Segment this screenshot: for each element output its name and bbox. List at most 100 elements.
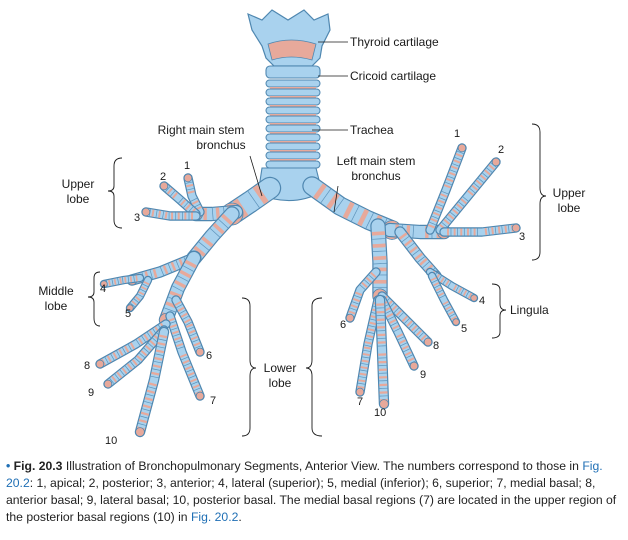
thyroid-inner-fold xyxy=(267,39,317,61)
label-upper-lobe-left-2: lobe xyxy=(558,201,581,215)
ring-divider xyxy=(404,318,410,324)
cartilage-ring xyxy=(124,276,127,283)
trachea-ring-gap xyxy=(270,159,316,161)
ring-divider xyxy=(155,210,158,218)
cartilage-ring xyxy=(373,255,387,261)
left-segment-3-wall xyxy=(440,224,520,236)
ring-divider xyxy=(359,284,366,290)
ring-divider xyxy=(441,191,449,195)
ring-divider xyxy=(417,256,425,263)
caption-title: Illustration of Bronchopulmonary Segment… xyxy=(65,459,380,473)
ring-divider xyxy=(127,344,132,351)
ring-divider xyxy=(185,321,193,326)
right-segment-7-wall xyxy=(166,312,204,400)
ring-divider xyxy=(431,215,439,219)
ring-divider xyxy=(165,186,171,193)
left-segment-9-tip xyxy=(409,361,419,371)
ring-divider xyxy=(119,369,125,376)
ring-divider xyxy=(358,376,366,379)
ring-divider xyxy=(447,175,455,179)
ring-divider xyxy=(138,423,146,426)
cartilage-ring xyxy=(362,352,370,357)
cartilage-ring xyxy=(357,385,365,389)
ring-divider xyxy=(447,281,452,288)
structure-labels: Thyroid cartilage Cricoid cartilage Trac… xyxy=(38,35,585,390)
trachea-ring-gap xyxy=(270,114,316,116)
ring-divider xyxy=(167,263,172,273)
left-segment-1 xyxy=(425,143,467,235)
cartilage-ring xyxy=(451,208,459,215)
right-segment-1-wall xyxy=(184,174,204,216)
left-segment-6-tip xyxy=(345,313,355,323)
cartilage-ring xyxy=(184,365,193,371)
ring-divider xyxy=(367,331,375,334)
ring-divider xyxy=(446,308,453,313)
ring-divider xyxy=(434,209,441,213)
right-segment-2-tip xyxy=(159,181,169,191)
cartilage-ring xyxy=(484,227,488,236)
ring-divider xyxy=(193,387,201,391)
left-segment-7-tip xyxy=(355,387,365,397)
ring-divider xyxy=(177,346,185,350)
ring-divider xyxy=(117,278,120,285)
cartilage-ring xyxy=(420,334,427,341)
ring-divider xyxy=(455,286,459,292)
cartilage-ring xyxy=(361,359,369,363)
ring-divider xyxy=(406,354,413,359)
ring-divider xyxy=(162,211,165,219)
cartilage-ring xyxy=(138,291,145,296)
ring-divider xyxy=(183,362,191,367)
ring-divider xyxy=(351,205,360,222)
ring-divider xyxy=(170,190,176,197)
ring-divider xyxy=(122,347,127,354)
cartilage-ring xyxy=(182,359,190,365)
ring-divider xyxy=(486,167,493,173)
right-segment-5-tip xyxy=(126,304,134,312)
cartilage-ring xyxy=(184,203,192,211)
ring-divider xyxy=(439,197,446,201)
ring-divider xyxy=(465,291,470,298)
ring-divider xyxy=(352,301,359,305)
label-upper-lobe-right-2: lobe xyxy=(67,192,90,206)
ring-divider xyxy=(185,181,193,184)
caption-figure-link-1[interactable]: Fig. 20.2 xyxy=(6,459,603,490)
left-segment-4-tip xyxy=(470,294,478,302)
cartilage-ring xyxy=(155,349,165,354)
leader-lines xyxy=(249,41,348,213)
cartilage-ring xyxy=(157,341,166,346)
cartilage-ring xyxy=(442,300,449,306)
ring-divider xyxy=(449,211,456,217)
ring-divider xyxy=(146,332,152,339)
cartilage-ring xyxy=(112,352,118,360)
ring-divider xyxy=(418,332,424,338)
caption-figure-link-2[interactable]: Fig. 20.2 xyxy=(190,510,239,524)
brace-upper-left xyxy=(531,123,547,261)
cartilage-ring xyxy=(462,290,468,297)
ring-divider xyxy=(393,307,400,314)
right-segment-8 xyxy=(95,319,171,369)
seg-left-1: 1 xyxy=(454,128,460,140)
cartilage-ring xyxy=(445,305,452,311)
ring-divider xyxy=(137,293,144,298)
right-segment-9-wall xyxy=(104,326,168,388)
cartilage-ring xyxy=(479,174,487,181)
cartilage-ring xyxy=(185,323,194,328)
ring-divider xyxy=(488,227,490,235)
trachea-ring xyxy=(265,151,321,160)
ring-divider xyxy=(127,276,130,283)
trachea-ring-gap xyxy=(270,123,316,125)
ring-divider xyxy=(247,191,260,208)
cartilage-ring xyxy=(151,209,155,217)
cartilage-ring xyxy=(146,389,155,394)
cartilage-ring xyxy=(169,290,182,299)
right-segment-6-wall xyxy=(172,296,204,356)
ring-divider xyxy=(444,303,450,307)
label-middle-lobe-2: lobe xyxy=(45,299,68,313)
cartilage-ring xyxy=(363,346,371,350)
seg-left-6: 6 xyxy=(340,319,346,331)
ring-divider xyxy=(393,328,401,332)
cartilage-ring xyxy=(497,226,501,234)
cartilage-ring xyxy=(504,225,508,233)
cartilage-ring xyxy=(116,371,123,379)
cartilage-ring xyxy=(313,183,327,200)
